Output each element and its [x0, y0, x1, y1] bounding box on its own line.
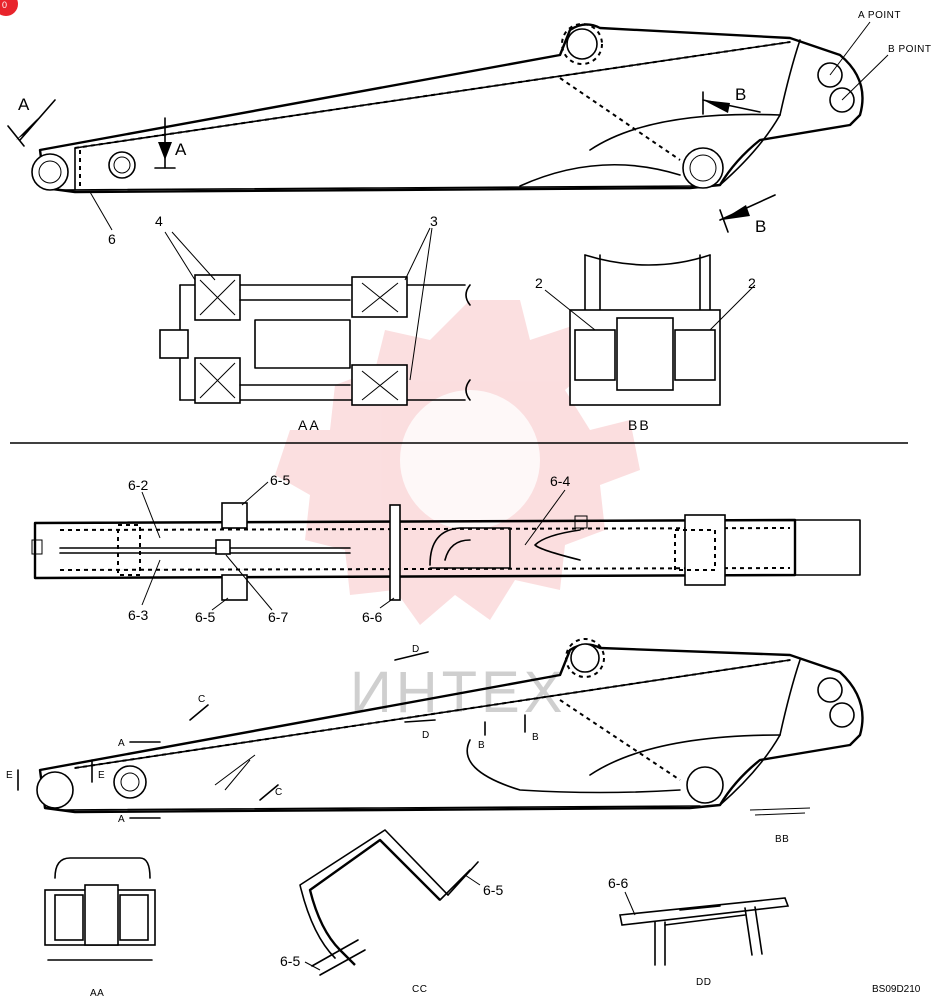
corner-badge-icon: [0, 0, 18, 16]
section-cc-caption: CC: [412, 984, 427, 995]
boom-side-view-top: A A B B A POINT B POINT 6: [7, 10, 932, 247]
section-d-label-lower: D: [422, 730, 430, 741]
section-cc-detail: 6-5 6-5 CC: [280, 829, 503, 995]
section-c-label-lower: C: [275, 787, 283, 798]
section-e-label-left: E: [6, 770, 13, 781]
b-point-label: B POINT: [888, 44, 932, 55]
callout-6-6-dd: 6-6: [608, 875, 628, 891]
corner-badge-text: 0: [2, 0, 7, 10]
callout-6-4: 6-4: [550, 473, 570, 489]
section-b-label-right: B: [532, 732, 539, 743]
callout-6-7: 6-7: [268, 609, 288, 625]
section-dd-caption: DD: [696, 977, 711, 988]
boom-side-view-bottom: D D C C A A E E B B BB: [6, 638, 864, 845]
callout-6-6: 6-6: [362, 609, 382, 625]
a-point-label: A POINT: [858, 10, 901, 21]
callout-6-2: 6-2: [128, 477, 148, 493]
section-a-label-upper: A: [118, 738, 125, 749]
callout-6-top: 6: [108, 231, 116, 247]
section-e-label-right: E: [98, 770, 105, 781]
section-a-label-mid: A: [175, 140, 187, 159]
section-aa-detail-top: 4 3 AA: [155, 213, 471, 433]
section-a-label-left: A: [18, 95, 30, 114]
section-b-label-lower: B: [755, 217, 766, 236]
callout-6-5-upper: 6-5: [270, 472, 290, 488]
callout-2-right: 2: [748, 275, 756, 291]
section-aa-caption-bottom: AA: [90, 988, 104, 999]
callout-4: 4: [155, 213, 163, 229]
boom-plan-view: 6-2 6-5 6-4 6-3 6-5 6-7 6-6: [31, 472, 861, 625]
section-dd-detail: 6-6 DD: [608, 875, 790, 988]
section-b-label-left: B: [478, 740, 485, 751]
section-d-label-upper: D: [412, 644, 420, 655]
callout-2-left: 2: [535, 275, 543, 291]
section-c-label-upper: C: [198, 694, 206, 705]
callout-3: 3: [430, 213, 438, 229]
section-aa-caption-top: AA: [298, 417, 321, 433]
watermark-text: ИНТЕХ: [350, 660, 566, 725]
callout-6-5-cc-right: 6-5: [483, 882, 503, 898]
drawing-number: BS09D210: [872, 984, 921, 995]
section-bb-detail-top: 2 2 BB: [535, 254, 756, 433]
section-bb-caption-top: BB: [628, 417, 651, 433]
section-bb-caption-bottom: BB: [775, 834, 789, 845]
section-b-label-upper: B: [735, 85, 746, 104]
section-a-label-lower: A: [118, 814, 125, 825]
callout-6-5-cc-left: 6-5: [280, 953, 300, 969]
callout-6-5-lower: 6-5: [195, 609, 215, 625]
section-aa-detail-bottom: AA: [44, 857, 156, 999]
callout-6-3: 6-3: [128, 607, 148, 623]
